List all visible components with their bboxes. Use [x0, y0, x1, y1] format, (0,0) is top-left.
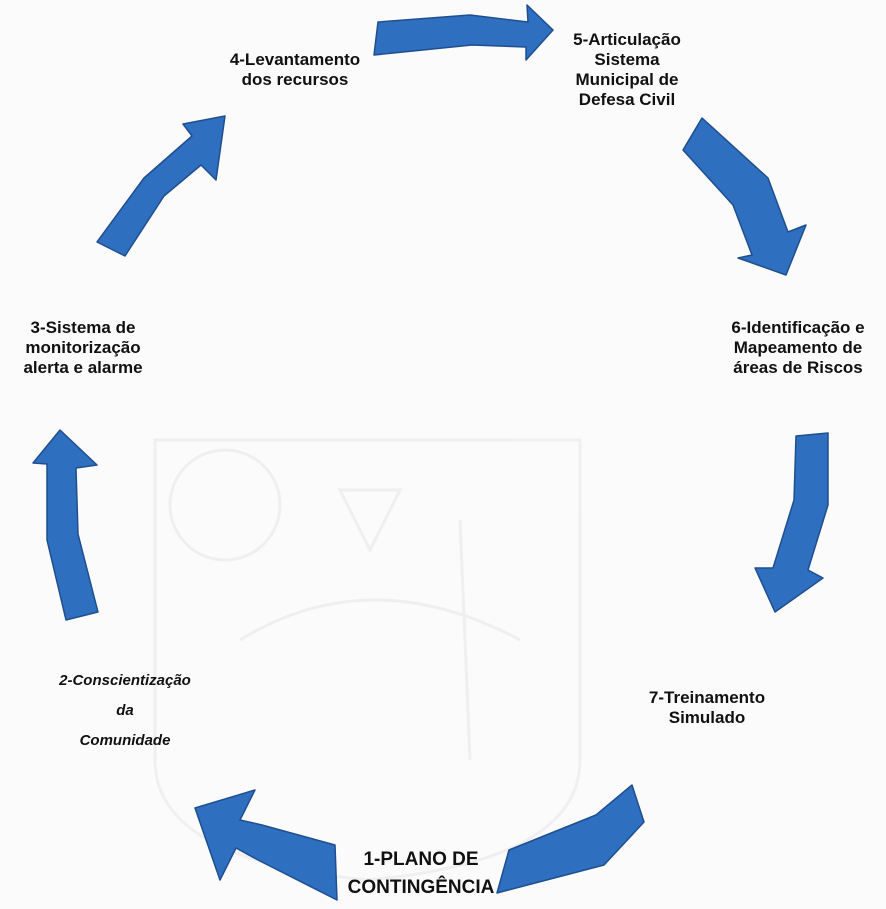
arrow-3-to-4	[32, 429, 99, 621]
step-7-line-1: 7-Treinamento	[648, 688, 766, 707]
step-1-line-1: 1-PLANO DE	[363, 849, 479, 870]
step-5-line-3: Municipal de	[575, 70, 679, 89]
step-6-line-2: Mapeamento de	[733, 338, 863, 357]
step-3-line-1: 3-Sistema de	[30, 318, 136, 337]
step-3-line-3: alerta e alarme	[23, 358, 143, 377]
step-6-line-3: áreas de Riscos	[733, 358, 863, 377]
step-3-label: 3-Sistema de monitorização alerta e alar…	[8, 318, 158, 378]
step-5-label: 5-Articulação Sistema Municipal de Defes…	[552, 30, 702, 110]
step-4-line-2: dos recursos	[241, 70, 349, 89]
step-5-line-4: Defesa Civil	[578, 90, 676, 109]
step-6-line-1: 6-Identificação e	[731, 318, 865, 337]
step-2-label: 2-Conscientização da Comunidade	[40, 666, 210, 756]
step-6-label: 6-Identificação e Mapeamento de áreas de…	[713, 318, 883, 378]
arrow-2-to-3	[194, 789, 338, 901]
step-2-line-3: Comunidade	[79, 732, 171, 749]
step-5-line-1: 5-Articulação	[573, 30, 681, 49]
step-1-label: 1-PLANO DE CONTINGÊNCIA	[336, 846, 506, 902]
step-7-label: 7-Treinamento Simulado	[632, 688, 782, 728]
step-7-line-2: Simulado	[668, 708, 746, 727]
arrow-6-to-7	[682, 117, 807, 276]
step-3-line-2: monitorização	[25, 338, 141, 357]
arrow-7-to-1	[754, 432, 829, 613]
background-emblem	[153, 438, 582, 882]
arrow-5-to-6	[373, 4, 554, 61]
arrow-4-to-5	[96, 115, 226, 257]
step-2-line-2: da	[116, 702, 134, 719]
step-4-label: 4-Levantamento dos recursos	[215, 50, 375, 90]
step-2-line-1: 2-Conscientização	[59, 672, 191, 689]
step-5-line-2: Sistema	[594, 50, 660, 69]
arrow-1-to-2	[496, 784, 645, 894]
step-1-line-2: CONTINGÊNCIA	[347, 877, 495, 898]
step-4-line-1: 4-Levantamento	[229, 50, 361, 69]
